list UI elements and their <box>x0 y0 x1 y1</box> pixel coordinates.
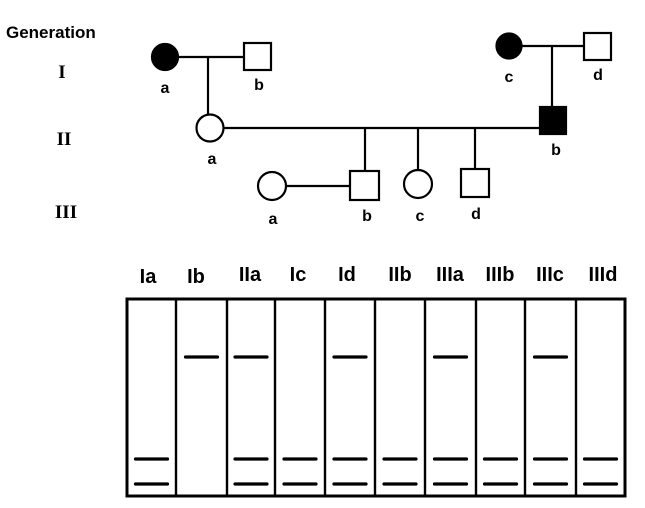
individual-ic-label: c <box>505 69 514 86</box>
individual-ib-label: b <box>254 77 264 94</box>
individual-iiia-female <box>256 170 288 202</box>
individual-iiib-label: b <box>362 208 372 225</box>
individual-iia-label: a <box>208 151 217 168</box>
lane-label-ic: Ic <box>290 264 307 286</box>
individual-ia-affected-female <box>150 42 180 72</box>
gel-electrophoresis: Ia Ib IIa Ic Id IIb IIIa IIIb IIIc IIId <box>125 264 627 498</box>
lane-label-iiia: IIIa <box>436 264 465 286</box>
individual-ia-label: a <box>161 80 170 97</box>
generation-label-i: I <box>58 62 65 83</box>
lane-label-iiid: IIId <box>589 264 618 286</box>
generation-label-ii: II <box>57 129 72 150</box>
individual-ib-male <box>242 41 273 72</box>
lane-label-iiib: IIIb <box>486 264 515 286</box>
lane-label-iiic: IIIc <box>536 264 564 286</box>
individual-iib-affected-male <box>538 105 568 136</box>
individual-iia-female <box>195 113 225 143</box>
gel-bands <box>133 355 619 486</box>
individual-iib-label: b <box>551 142 561 159</box>
individual-iiic-label: c <box>416 208 425 225</box>
individual-iiid-male <box>459 167 491 199</box>
pedigree-chart: Generation I II III <box>6 23 613 228</box>
lane-label-ia: Ia <box>140 266 158 288</box>
lane-label-id: Id <box>338 264 356 286</box>
individual-id-male <box>582 31 613 62</box>
generation-header: Generation <box>6 23 96 42</box>
individual-iiid-label: d <box>471 206 481 223</box>
individual-iiic-female <box>402 168 434 200</box>
individual-ic-affected-female <box>495 32 523 60</box>
individual-id-label: d <box>593 67 603 84</box>
pedigree-individuals <box>150 31 613 202</box>
individual-iiib-male <box>348 169 381 202</box>
generation-label-iii: III <box>55 202 77 223</box>
lane-label-iib: IIb <box>388 264 411 286</box>
lane-label-ib: Ib <box>187 266 205 288</box>
individual-iiia-label: a <box>269 211 278 228</box>
lane-label-iia: IIa <box>239 264 262 286</box>
pedigree-lines <box>178 44 584 188</box>
